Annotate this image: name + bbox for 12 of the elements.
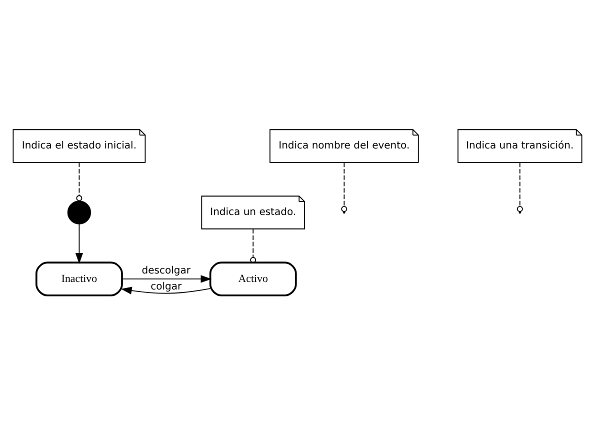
connector	[76, 162, 82, 201]
arrow	[122, 274, 212, 282]
node-circle	[67, 200, 92, 224]
edge-label: descolgar	[142, 264, 191, 276]
arrow	[75, 223, 84, 264]
arrow	[120, 286, 211, 294]
connector	[519, 162, 520, 206]
connector	[344, 162, 345, 206]
connector	[250, 228, 256, 262]
node-box: Activo	[209, 261, 297, 296]
edge-label: colgar	[150, 281, 182, 292]
node-box: Inactivo	[36, 261, 123, 296]
